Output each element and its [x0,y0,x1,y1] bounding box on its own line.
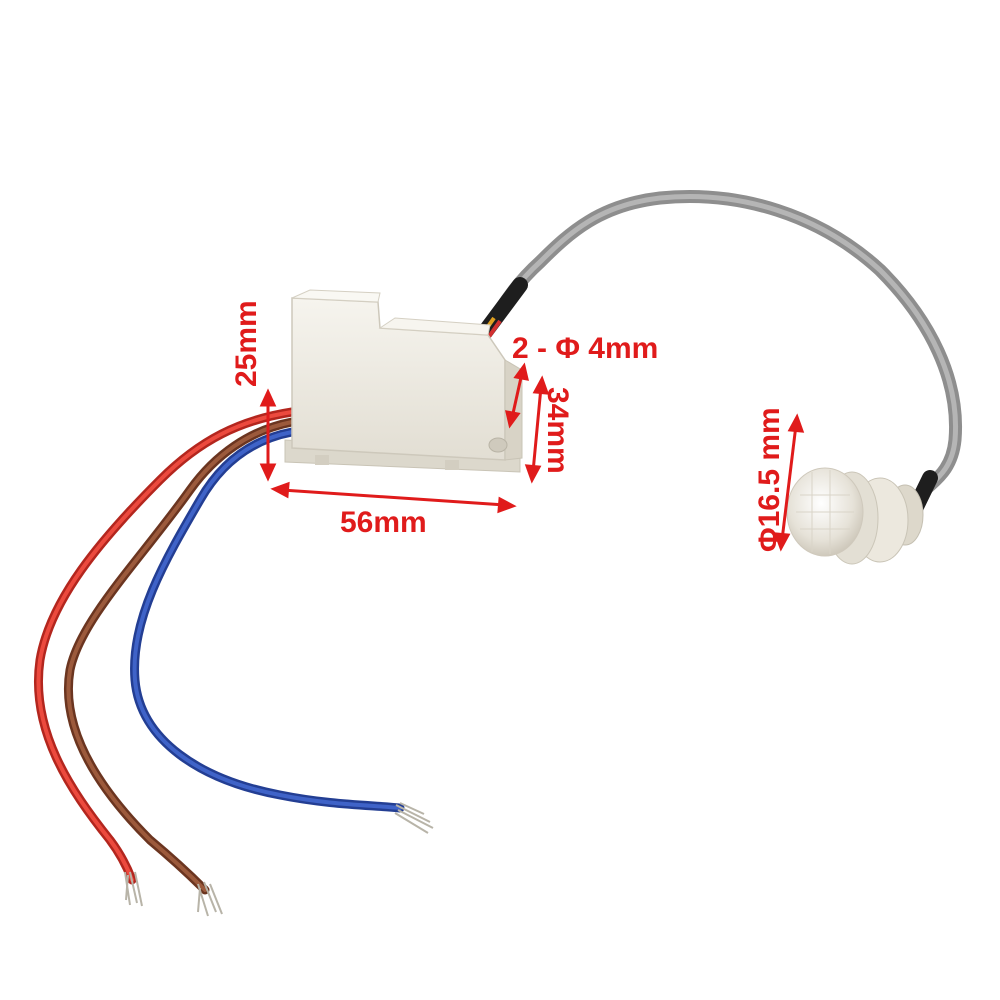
control-box [284,289,523,473]
sensor-cable [477,190,963,523]
pir-sensor [786,467,924,565]
depth-dimension-label: 34mm [541,387,574,474]
sensor-diameter-dimension-label: Φ16.5 mm [753,407,786,552]
dimension-arrows [259,362,805,552]
mount-holes-dimension-label: 2 - Φ 4mm [512,332,659,365]
height-dimension-label: 25mm [230,300,263,387]
length-dimension-label: 56mm [340,506,427,539]
mains-wires [34,407,434,917]
